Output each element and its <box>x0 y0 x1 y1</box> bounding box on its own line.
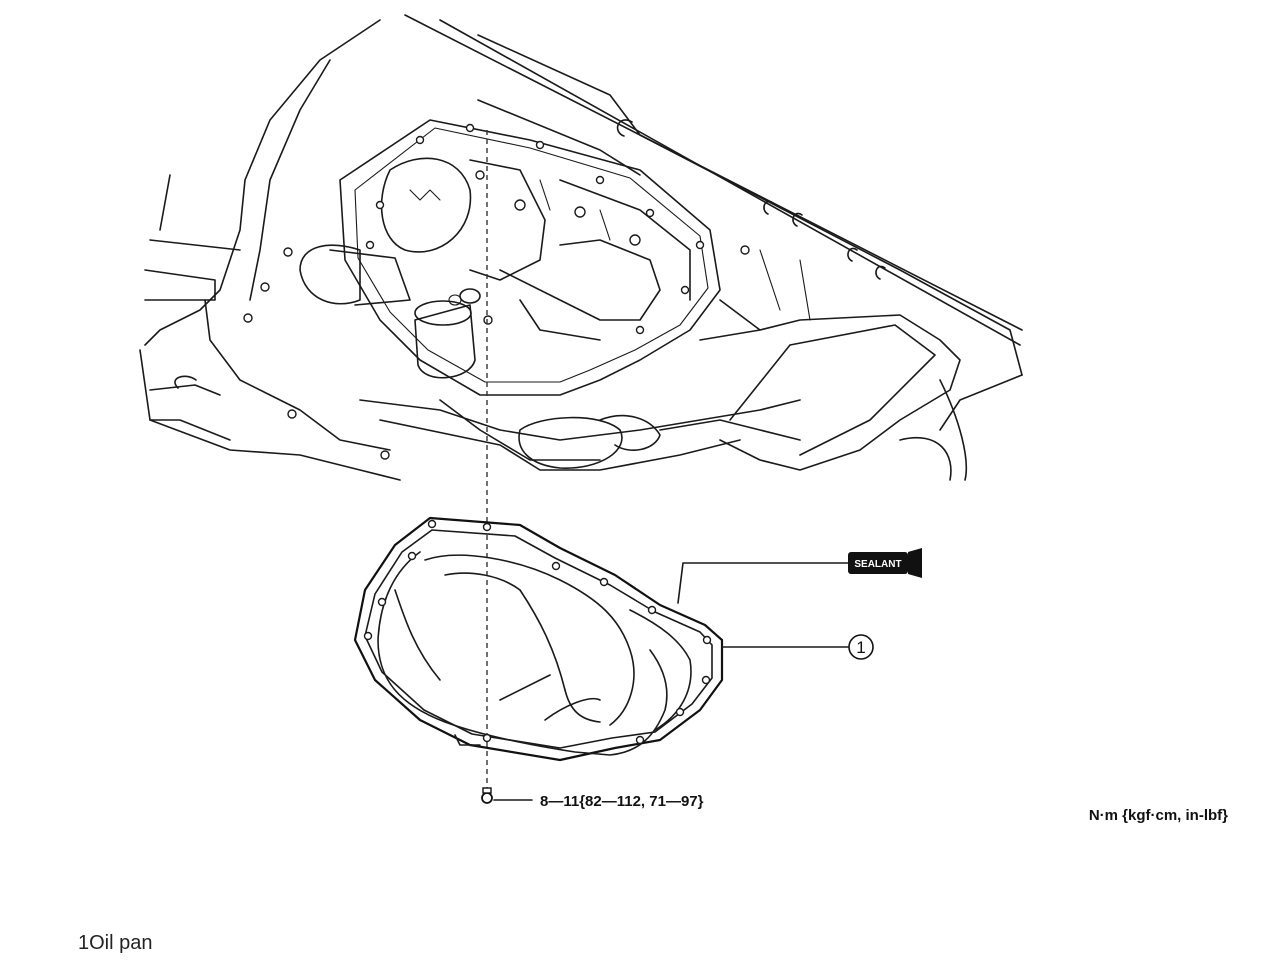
engine-underbody-drawing <box>139 14 1023 481</box>
sealant-callout: SEALANT <box>677 548 922 604</box>
component-1-callout: 1 <box>721 634 874 660</box>
sealant-label: SEALANT <box>854 559 901 570</box>
legend-number: 1 <box>78 932 90 954</box>
legend-name: Oil pan <box>89 932 153 954</box>
torque-spec: 8—11{82—112, 71—97} <box>540 793 704 810</box>
component-1-number: 1 <box>856 638 865 657</box>
oil-pan-exploded-diagram: SEALANT 1 8—11{82—112, 71—97} N·m {kgf·c… <box>139 14 1228 824</box>
legend-caption: 1Oil pan <box>78 932 153 955</box>
units-note: N·m {kgf·cm, in-lbf} <box>1089 807 1228 824</box>
oil-pan-drawing <box>353 516 724 762</box>
bolt-torque-callout: 8—11{82—112, 71—97} <box>481 787 704 810</box>
